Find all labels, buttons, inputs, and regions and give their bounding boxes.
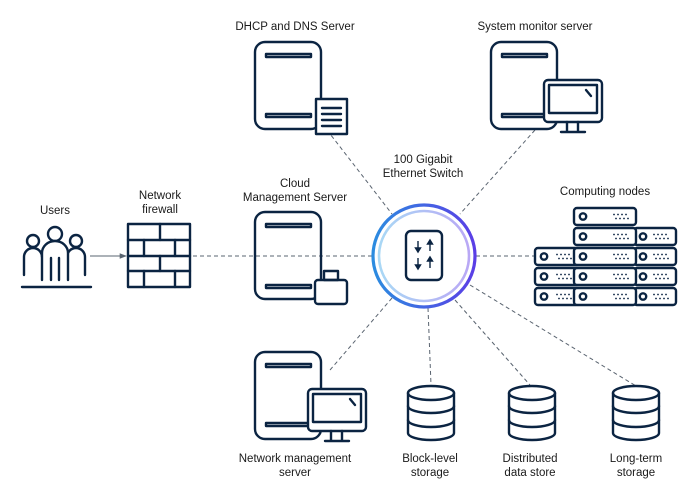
server-rack-unit-icon	[632, 246, 678, 267]
document-icon	[314, 97, 349, 136]
server-rack-unit-icon	[632, 226, 678, 247]
link-dhcp-switch	[326, 129, 393, 215]
database-icon	[611, 384, 661, 442]
link-switch-network-mgmt	[329, 297, 393, 371]
dhcp-dns-label: DHCP and DNS Server	[235, 21, 355, 33]
server-rack-unit-icon	[572, 206, 638, 227]
monitor-icon	[542, 78, 604, 134]
switch-icon	[404, 229, 444, 282]
database-icon	[406, 384, 456, 442]
briefcase-icon	[313, 269, 349, 306]
monitor-icon	[306, 387, 368, 443]
switch-label: 100 Gigabit Ethernet Switch	[382, 154, 464, 180]
computing-nodes-label: Computing nodes	[559, 186, 651, 198]
server-rack-unit-icon	[572, 266, 638, 287]
link-switch-distributed	[454, 299, 531, 386]
database-icon	[507, 384, 557, 442]
users-icon	[20, 225, 93, 289]
system-monitor-server-icon	[489, 40, 604, 134]
server-rack-unit-icon	[533, 286, 581, 307]
firewall-label: Network firewall	[138, 190, 182, 216]
link-switch-block	[427, 307, 432, 386]
cloud-management-label: Cloud Management Server	[242, 178, 348, 204]
ethernet-switch-hub	[371, 203, 477, 309]
system-monitor-label: System monitor server	[477, 21, 593, 33]
server-rack-unit-icon	[533, 266, 581, 287]
storage-icons	[406, 384, 661, 442]
server-rack-unit-icon	[572, 286, 638, 307]
links	[90, 129, 637, 387]
distributed-store-label: Distributed data store	[502, 453, 558, 479]
server-rack-unit-icon	[632, 286, 678, 307]
server-rack-unit-icon	[572, 246, 638, 267]
server-rack-unit-icon	[533, 246, 581, 267]
link-switch-longterm	[469, 284, 637, 387]
long-term-storage-label: Long-term storage	[609, 453, 663, 479]
block-storage-label: Block-level storage	[402, 453, 458, 479]
cloud-management-server-icon	[253, 210, 349, 306]
server-rack-unit-icon	[632, 266, 678, 287]
link-monitor-switch	[459, 129, 536, 215]
network-management-server-icon	[253, 350, 368, 443]
dhcp-server-icon	[253, 40, 349, 136]
firewall-icon	[126, 222, 192, 289]
computing-nodes-icon	[533, 206, 678, 307]
network-management-label: Network management server	[238, 453, 352, 479]
server-rack-unit-icon	[572, 226, 638, 247]
users-label: Users	[39, 205, 71, 217]
